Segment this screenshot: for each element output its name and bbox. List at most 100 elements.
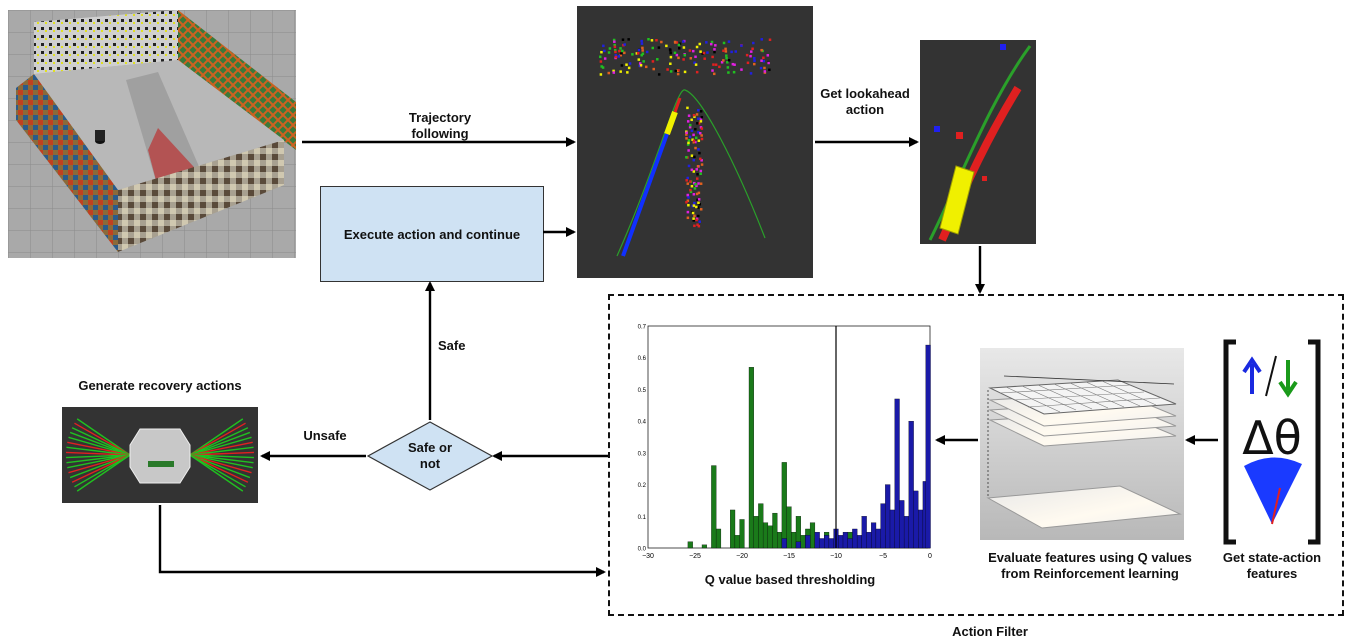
lookahead-zoom-panel bbox=[920, 40, 1036, 244]
left-bracket bbox=[1223, 339, 1236, 545]
obstacle-point bbox=[607, 51, 611, 54]
obstacle-point bbox=[685, 200, 688, 204]
obstacle-point bbox=[614, 50, 617, 54]
state-action-features-image: Δθ bbox=[1223, 339, 1321, 545]
recovery-ray bbox=[189, 427, 249, 456]
obstacle-point bbox=[696, 223, 699, 226]
obstacle-point bbox=[677, 43, 681, 47]
recovery-ray bbox=[189, 436, 252, 456]
obstacle-point bbox=[603, 49, 606, 53]
obstacle-point bbox=[613, 43, 616, 47]
obstacle-point bbox=[699, 50, 702, 53]
gazebo-world-image bbox=[8, 10, 296, 258]
obstacle-point bbox=[686, 120, 690, 123]
obstacle-point bbox=[760, 48, 763, 52]
obstacle-point bbox=[690, 118, 693, 122]
obstacle-point bbox=[698, 220, 701, 223]
obstacle-point bbox=[740, 68, 743, 71]
recovery-ray bbox=[71, 427, 131, 456]
obstacle-point bbox=[697, 206, 700, 209]
obstacle-point bbox=[695, 177, 699, 180]
obstacle-point bbox=[637, 48, 641, 52]
obstacle-point bbox=[639, 64, 643, 67]
obstacle-point bbox=[689, 180, 692, 183]
obstacle-point bbox=[740, 44, 743, 47]
recovery-ray bbox=[74, 422, 131, 456]
obstacle-point bbox=[763, 70, 767, 73]
obstacle-point bbox=[700, 159, 703, 162]
y-tick-label: 0.2 bbox=[638, 483, 647, 489]
obstacle-point bbox=[640, 39, 643, 43]
obstacle-point bbox=[692, 204, 696, 207]
down-arrow-icon bbox=[1278, 360, 1298, 398]
obstacle-point bbox=[637, 58, 641, 61]
robot-marker bbox=[664, 110, 678, 136]
obstacle-point bbox=[686, 176, 690, 180]
lookahead-action bbox=[673, 97, 682, 113]
obstacle-point bbox=[690, 184, 694, 188]
y-tick-label: 0.7 bbox=[638, 325, 647, 331]
obstacle-point bbox=[697, 117, 700, 120]
obstacle-point bbox=[726, 66, 730, 69]
obstacle-point bbox=[614, 48, 617, 52]
obstacle-point bbox=[700, 137, 704, 141]
obstacle-point bbox=[619, 53, 623, 57]
obstacle-point bbox=[613, 40, 616, 43]
obstacle-point bbox=[697, 224, 701, 228]
histogram-bar-green bbox=[786, 506, 792, 549]
obstacle-point bbox=[699, 208, 703, 211]
trajectory-following-label: Trajectory following bbox=[408, 110, 472, 141]
histogram-bar-green bbox=[711, 465, 717, 549]
obstacle-point bbox=[677, 69, 680, 72]
obstacle-point bbox=[762, 56, 765, 60]
obstacle-point bbox=[620, 52, 623, 55]
obstacle-point bbox=[674, 69, 677, 73]
recovery-ray bbox=[189, 454, 249, 483]
obstacle-point bbox=[709, 42, 713, 46]
recovery-ray bbox=[68, 436, 131, 456]
obstacle-point bbox=[695, 184, 698, 188]
obstacle-point bbox=[694, 146, 697, 150]
obstacle-point bbox=[712, 72, 716, 76]
recovery-ray bbox=[189, 451, 254, 456]
obstacle-point bbox=[693, 155, 696, 159]
obstacle-point bbox=[690, 168, 694, 172]
delta-theta-symbol: Δθ bbox=[1242, 411, 1302, 465]
recovery-ray bbox=[66, 454, 131, 464]
obstacle-point bbox=[669, 51, 672, 55]
x-tick-label: 0 bbox=[928, 553, 932, 560]
obstacle-point bbox=[687, 114, 691, 117]
histogram-bar-blue bbox=[925, 344, 931, 549]
recovery-ray bbox=[71, 454, 131, 483]
obstacle-points-top bbox=[599, 38, 772, 76]
recovery-ray bbox=[76, 454, 131, 492]
obstacle-point bbox=[669, 55, 673, 59]
obstacle-point bbox=[700, 134, 703, 137]
obstacle-point bbox=[614, 55, 618, 59]
obstacle-point bbox=[641, 49, 644, 52]
recovery-ray bbox=[189, 454, 251, 479]
obstacle-point bbox=[669, 70, 673, 73]
obstacle-point bbox=[602, 44, 605, 48]
obstacle-point bbox=[627, 66, 631, 70]
obstacle-point bbox=[613, 45, 617, 49]
recovery-ray bbox=[66, 446, 131, 456]
histogram-bar-blue bbox=[894, 398, 900, 549]
obstacle-point bbox=[688, 135, 692, 139]
obstacle-point bbox=[652, 67, 655, 71]
recovery-ray bbox=[189, 454, 244, 492]
obstacle-point bbox=[697, 201, 700, 205]
execute-action-label: Execute action and continue bbox=[343, 226, 521, 242]
obstacle-point bbox=[749, 72, 753, 75]
obstacle-point bbox=[732, 70, 736, 74]
obstacle-point bbox=[693, 224, 696, 228]
recovery-ray bbox=[76, 418, 131, 456]
obstacle-point bbox=[675, 53, 679, 57]
obstacle-point bbox=[614, 54, 618, 57]
obstacle-point bbox=[711, 69, 714, 72]
recovery-ray bbox=[189, 418, 244, 456]
obstacle-point bbox=[687, 203, 690, 207]
obstacle-point bbox=[763, 66, 766, 70]
